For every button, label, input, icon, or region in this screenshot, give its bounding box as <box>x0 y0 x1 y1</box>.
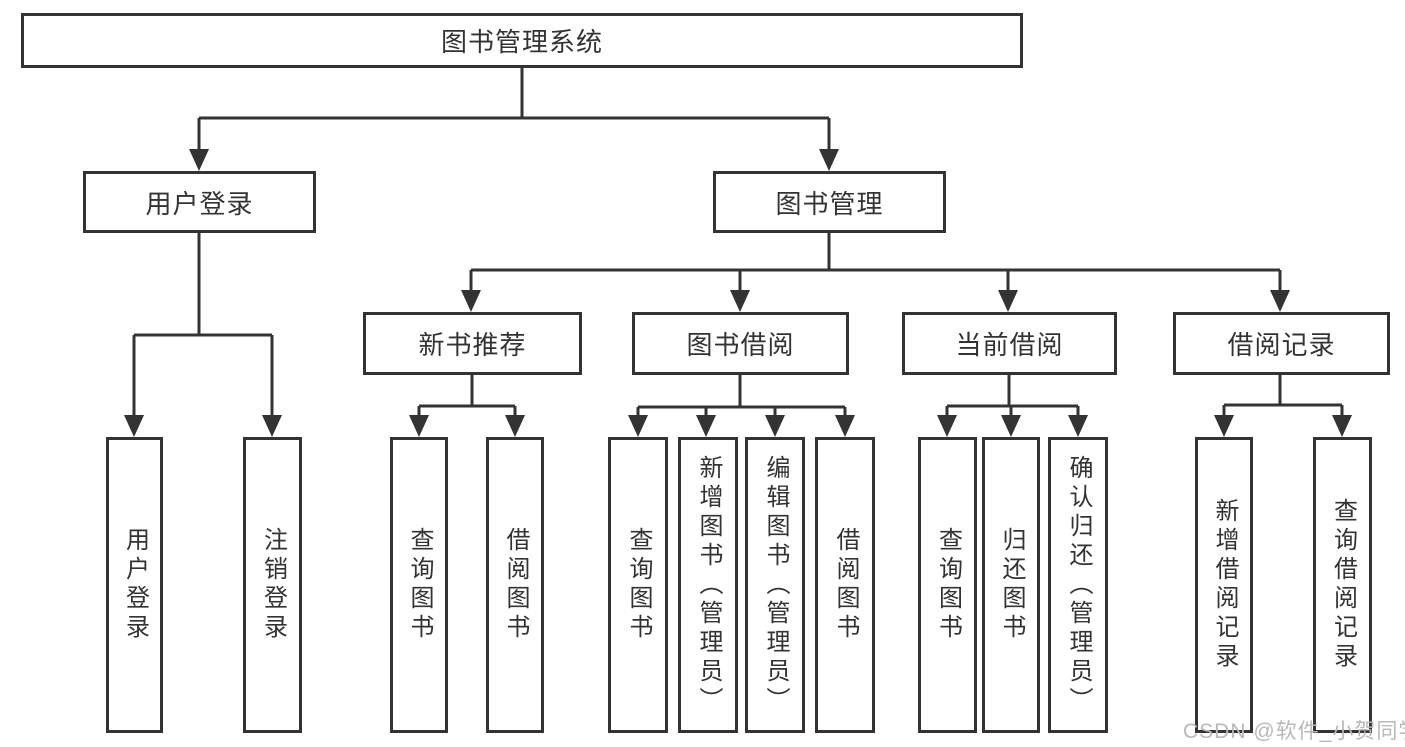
node-label: 图书管理 <box>775 188 884 219</box>
connector <box>636 375 847 419</box>
node-user-login: 用户登录 <box>83 171 316 233</box>
leaf-confirm-return-admin: 确认归还（管理员） <box>1048 437 1108 733</box>
arrowhead <box>937 415 957 437</box>
arrowhead <box>124 415 144 437</box>
arrowhead <box>628 415 648 437</box>
leaf-edit-books-admin: 编辑图书（管理员） <box>745 437 805 733</box>
arrowhead <box>696 415 716 437</box>
leaf-label: 确认归还（管理员） <box>1065 454 1092 716</box>
node-label: 用户登录 <box>145 188 254 219</box>
node-borrow-records: 借阅记录 <box>1173 312 1390 375</box>
arrowhead <box>1001 415 1021 437</box>
arrowhead <box>730 290 750 312</box>
arrowhead <box>819 149 839 171</box>
connector <box>197 68 831 152</box>
leaf-borrow-books-1: 借阅图书 <box>486 437 544 733</box>
arrowhead <box>835 415 855 437</box>
arrowhead <box>1332 415 1352 437</box>
arrowhead <box>1068 415 1088 437</box>
leaf-label: 新增图书（管理员） <box>695 454 722 716</box>
node-label: 图书借阅 <box>686 330 795 360</box>
connector <box>469 233 1282 294</box>
leaf-add-borrow-record: 新增借阅记录 <box>1195 437 1253 733</box>
csdn-watermark: CSDN @软件_小贺同学 <box>1183 720 1405 743</box>
leaf-query-books-2: 查询图书 <box>608 437 668 733</box>
leaf-user-login: 用户登录 <box>106 437 163 733</box>
node-book-borrowing: 图书借阅 <box>632 312 849 375</box>
leaf-label: 查询借阅记录 <box>1329 498 1357 672</box>
arrowhead <box>262 415 282 437</box>
node-book-management: 图书管理 <box>713 171 946 233</box>
arrowhead <box>505 415 525 437</box>
arrowhead <box>1270 290 1290 312</box>
node-label: 借阅记录 <box>1227 330 1336 360</box>
arrowhead <box>998 290 1018 312</box>
leaf-label: 注销登录 <box>259 527 287 643</box>
leaf-return-books: 归还图书 <box>982 437 1040 733</box>
connector <box>132 233 274 418</box>
leaf-label: 借阅图书 <box>832 527 859 643</box>
leaf-label: 查询图书 <box>625 527 652 643</box>
leaf-query-books-3: 查询图书 <box>918 437 977 733</box>
leaf-logout: 注销登录 <box>243 437 302 733</box>
connector <box>417 375 517 419</box>
leaf-label: 编辑图书（管理员） <box>762 454 789 716</box>
connector <box>945 375 1080 419</box>
leaf-label: 用户登录 <box>121 527 149 643</box>
arrowhead <box>1214 415 1234 437</box>
arrowhead <box>189 149 209 171</box>
node-root-system: 图书管理系统 <box>21 13 1023 68</box>
connector <box>1222 375 1344 419</box>
leaf-query-borrow-record: 查询借阅记录 <box>1313 437 1372 733</box>
leaf-query-books-1: 查询图书 <box>390 437 448 733</box>
leaf-label: 查询图书 <box>934 527 962 643</box>
node-label: 当前借阅 <box>955 330 1064 360</box>
node-label: 图书管理系统 <box>440 27 603 57</box>
leaf-label: 借阅图书 <box>502 527 529 643</box>
node-label: 新书推荐 <box>418 330 527 360</box>
leaf-label: 查询图书 <box>406 527 433 643</box>
arrowhead <box>409 415 429 437</box>
arrowhead <box>461 290 481 312</box>
node-new-book-recommend: 新书推荐 <box>363 312 582 375</box>
node-current-borrowing: 当前借阅 <box>902 312 1117 375</box>
leaf-add-books-admin: 新增图书（管理员） <box>678 437 738 733</box>
leaf-label: 新增借阅记录 <box>1211 498 1238 672</box>
leaf-label: 归还图书 <box>998 527 1025 643</box>
leaf-borrow-books-2: 借阅图书 <box>815 437 875 733</box>
arrowhead <box>765 415 785 437</box>
